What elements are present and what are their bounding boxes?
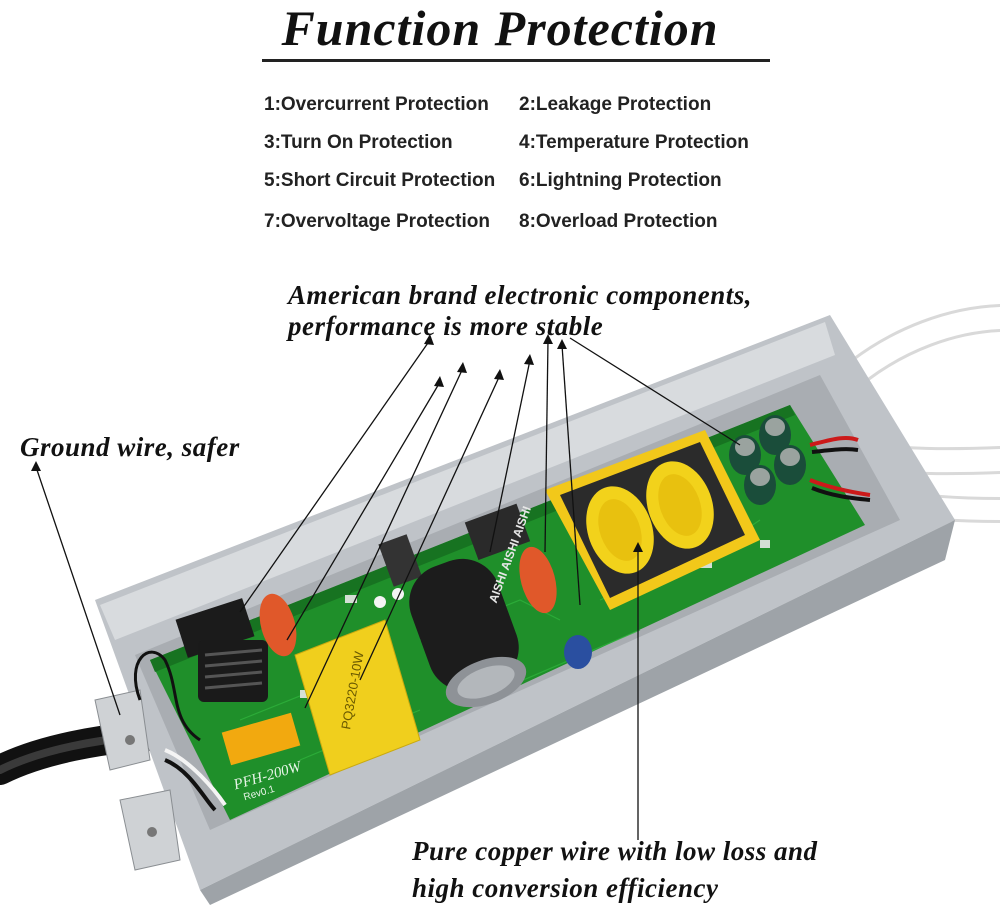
feature-short-circuit: 5:Short Circuit Protection — [264, 170, 496, 191]
feature-temperature: 4:Temperature Protection — [519, 132, 749, 153]
heatsink — [175, 503, 531, 658]
feature-overcurrent: 1:Overcurrent Protection — [264, 94, 489, 115]
callout-components-line1: American brand electronic components, — [288, 280, 752, 310]
callout-components-line2: performance is more stable — [288, 311, 604, 341]
annotation-arrows — [35, 337, 741, 840]
input-inductor — [198, 640, 268, 702]
yellow-capacitors: PQ3220-10W — [221, 619, 421, 776]
arrow-heads — [31, 334, 643, 552]
callout-copper-line1: Pure copper wire with low loss and — [412, 836, 818, 866]
feature-lightning: 6:Lightning Protection — [519, 170, 722, 191]
feature-overload: 8:Overload Protection — [519, 211, 718, 232]
bulk-capacitor — [409, 558, 527, 708]
callout-ground-wire: Ground wire, safer — [20, 432, 240, 462]
feature-overvoltage: 7:Overvoltage Protection — [264, 211, 490, 232]
output-capacitors — [564, 415, 806, 669]
title-underline — [262, 59, 770, 62]
output-wires — [809, 435, 871, 502]
callout-copper-line2: high conversion efficiency — [412, 873, 719, 903]
orange-capacitors — [259, 546, 557, 657]
feature-leakage: 2:Leakage Protection — [519, 94, 712, 115]
page-title: Function Protection — [281, 0, 719, 56]
transformer — [545, 430, 760, 610]
ground-wire — [133, 650, 227, 812]
feature-turn-on: 3:Turn On Protection — [264, 132, 453, 153]
